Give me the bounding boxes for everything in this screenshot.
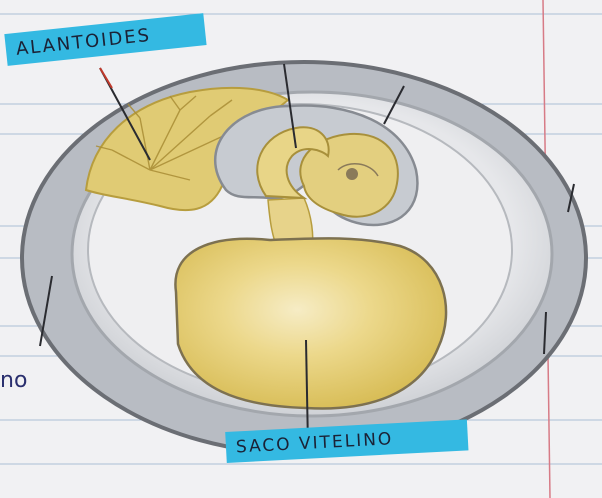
yolk-sac [175, 238, 446, 408]
red-pointer [100, 68, 112, 88]
margin-note-text: no [0, 368, 27, 393]
